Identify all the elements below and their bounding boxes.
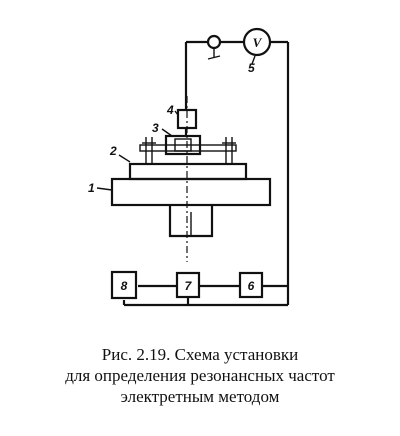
base-plate — [110, 177, 272, 207]
voltmeter-symbol: V — [253, 35, 263, 50]
block-6 — [238, 271, 264, 299]
bottom-wiring — [122, 284, 288, 307]
caption-line-3: электретным методом — [120, 387, 280, 406]
label-6: 6 — [248, 279, 255, 293]
voltmeter: V — [242, 27, 272, 65]
sample-electret — [164, 134, 202, 156]
label-5: 5 — [248, 61, 255, 75]
figure-caption: Рис. 2.19. Схема установки для определен… — [0, 344, 400, 407]
label-2: 2 — [109, 144, 117, 158]
leader-4 — [174, 110, 179, 116]
block-8 — [110, 270, 138, 300]
label-3: 3 — [152, 121, 159, 135]
label-1: 1 — [88, 181, 95, 195]
label-8: 8 — [121, 279, 128, 293]
mounting-block — [128, 162, 248, 181]
label-4: 4 — [166, 103, 174, 117]
leader-1 — [96, 187, 113, 191]
caption-line-1: Рис. 2.19. Схема установки — [101, 345, 299, 364]
base-shaft — [168, 206, 214, 238]
leader-2 — [118, 154, 131, 163]
block-7 — [175, 271, 201, 299]
caption-line-2: для определения резонансных частот — [65, 366, 335, 385]
label-7: 7 — [185, 279, 193, 293]
leader-3 — [161, 128, 173, 137]
top-wiring — [184, 40, 290, 305]
switch-terminal — [206, 34, 222, 60]
setup-schematic: 1 2 3 4 V 5 — [88, 27, 290, 307]
